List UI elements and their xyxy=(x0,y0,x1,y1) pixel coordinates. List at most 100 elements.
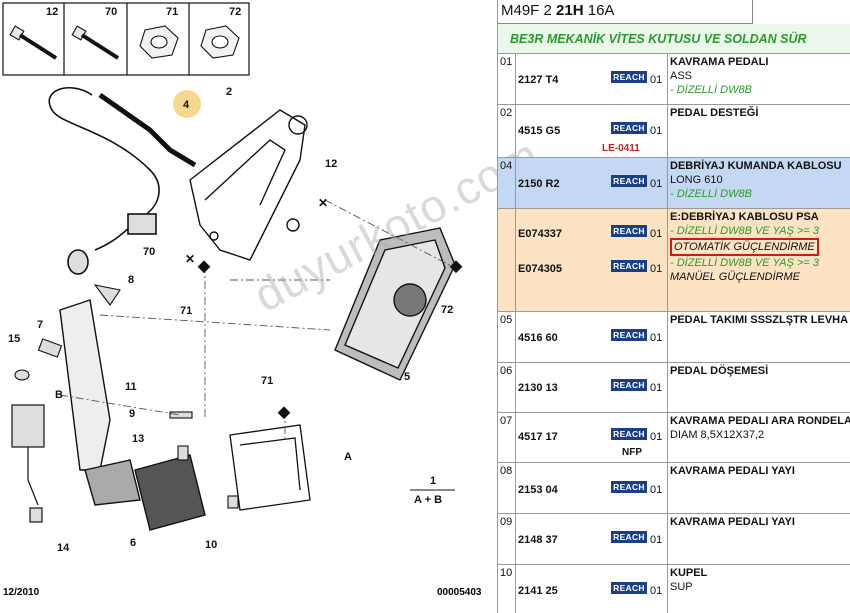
part-row-05[interactable]: 05 4516 60 REACH 01 PEDAL TAKIMI SSSZLŞT… xyxy=(498,312,850,363)
part-number[interactable]: 4517 17 xyxy=(518,431,558,443)
callout-8: 8 xyxy=(128,274,134,286)
row-number: 08 xyxy=(498,463,516,513)
callout-a-plus-b: A + B xyxy=(414,494,442,506)
reach-badge[interactable]: REACH xyxy=(611,122,647,134)
part-number[interactable]: 2141 25 xyxy=(518,585,558,597)
reach-badge[interactable]: REACH xyxy=(611,379,647,391)
reach-badge[interactable]: REACH xyxy=(611,481,647,493)
desc-line: PEDAL DÖŞEMESİ xyxy=(670,365,769,377)
part-description: KAVRAMA PEDALI ASS - DİZELLİ DW8B xyxy=(668,54,850,104)
part-number[interactable]: 2130 13 xyxy=(518,382,558,394)
part-row-01[interactable]: 01 2127 T4 REACH 01 KAVRAMA PEDALI ASS -… xyxy=(498,54,850,105)
callout-1: 1 xyxy=(430,475,436,487)
diagram-date: 12/2010 xyxy=(3,587,40,598)
part-number[interactable]: 2153 04 xyxy=(518,484,558,496)
callout-11: 11 xyxy=(125,381,137,393)
part-row-e074337[interactable]: E074337 REACH E074305 REACH 01 01 E:DEBR… xyxy=(498,209,850,312)
part-row-08[interactable]: 08 2153 04 REACH 01 KAVRAMA PEDALI YAYI xyxy=(498,463,850,514)
reach-badge[interactable]: REACH xyxy=(611,531,647,543)
part-cell: 2130 13 REACH xyxy=(516,363,668,412)
model-code: M49F 2 21H 16A xyxy=(498,0,753,24)
part-description: KAVRAMA PEDALI ARA RONDELA DIAM 8,5X12X3… xyxy=(668,413,850,462)
callout-b: B xyxy=(55,389,63,401)
quantity: 01 xyxy=(650,74,663,86)
desc-line: PEDAL TAKIMI SSSZLŞTR LEVHA xyxy=(670,314,849,326)
callout-70: 70 xyxy=(143,246,155,258)
section-title: BE3R MEKANİK VİTES KUTUSU VE SOLDAN SÜR xyxy=(498,24,850,54)
part-row-07[interactable]: 07 4517 17 REACH NFP 01 KAVRAMA PEDALI A… xyxy=(498,413,850,463)
quantity: 01 xyxy=(650,534,663,546)
diagram-reference: 00005403 xyxy=(437,587,482,598)
part-cell: 2148 37 REACH xyxy=(516,514,668,564)
part-description: E:DEBRİYAJ KABLOSU PSA - DİZELLİ DW8B VE… xyxy=(668,209,850,311)
part-number[interactable]: E074337 xyxy=(518,228,563,240)
row-number xyxy=(498,209,516,311)
reach-badge[interactable]: REACH xyxy=(611,175,647,187)
desc-line: - DİZELLİ DW8B xyxy=(670,188,752,200)
clutch-pedal-drawing xyxy=(59,299,206,531)
quantity: 01 xyxy=(650,484,663,496)
callout-72: 72 xyxy=(441,304,453,316)
row-number: 04 xyxy=(498,158,516,208)
callout-4: 4 xyxy=(183,99,190,111)
part-cell: 4516 60 REACH xyxy=(516,312,668,362)
part-number[interactable]: 4516 60 xyxy=(518,332,558,344)
part-description: KAVRAMA PEDALI YAYI xyxy=(668,463,850,513)
row-number: 07 xyxy=(498,413,516,462)
pedal-box-drawing xyxy=(229,424,311,511)
desc-line: LONG 610 xyxy=(670,174,723,186)
reach-badge[interactable]: REACH xyxy=(611,260,647,272)
part-number[interactable]: 2127 T4 xyxy=(518,74,559,86)
desc-line: - DİZELLİ DW8B xyxy=(670,84,752,96)
callout-12: 12 xyxy=(325,158,337,170)
quantity: 01 xyxy=(650,332,663,344)
quantity: 01 xyxy=(650,585,663,597)
desc-line: DIAM 8,5X12X37,2 xyxy=(670,429,765,441)
part-cell: 2150 R2 REACH xyxy=(516,158,668,208)
part-row-02[interactable]: 02 4515 G5 REACH LE-0411 01 PEDAL DESTEĞ… xyxy=(498,105,850,158)
pedal-plate-drawing xyxy=(334,227,456,381)
desc-line: KAVRAMA PEDALI ARA RONDELA xyxy=(670,415,850,427)
desc-line: KAVRAMA PEDALI xyxy=(670,56,769,68)
reach-badge[interactable]: REACH xyxy=(611,329,647,341)
callout-10: 10 xyxy=(205,539,217,551)
part-number[interactable]: 2148 37 xyxy=(518,534,558,546)
part-cell: 4517 17 REACH NFP xyxy=(516,413,668,462)
nfp-flag: NFP xyxy=(622,447,642,458)
row-number: 01 xyxy=(498,54,516,104)
part-description: PEDAL DÖŞEMESİ xyxy=(668,363,850,412)
bolt-12-icon xyxy=(9,25,58,60)
reach-badge[interactable]: REACH xyxy=(611,71,647,83)
desc-line: - DİZELLİ DW8B VE YAŞ >= 3 xyxy=(670,257,819,269)
quantity: 01 xyxy=(650,125,663,137)
part-number-alt[interactable]: E074305 xyxy=(518,263,563,275)
header-label-70: 70 xyxy=(105,6,117,18)
part-row-04[interactable]: 04 2150 R2 REACH 01 DEBRİYAJ KUMANDA KAB… xyxy=(498,158,850,209)
svg-text:✕: ✕ xyxy=(318,196,328,210)
parts-list-panel: M49F 2 21H 16A BE3R MEKANİK VİTES KUTUSU… xyxy=(497,0,850,613)
reach-badge[interactable]: REACH xyxy=(611,428,647,440)
desc-line: SUP xyxy=(670,581,693,593)
highlighted-variant: OTOMATİK GÜÇLENDİRME xyxy=(670,238,819,256)
part-row-06[interactable]: 06 2130 13 REACH 01 PEDAL DÖŞEMESİ xyxy=(498,363,850,413)
desc-line: E:DEBRİYAJ KABLOSU PSA xyxy=(670,211,819,223)
part-row-10[interactable]: 10 2141 25 REACH 01 KUPEL SUP xyxy=(498,565,850,613)
revision-code: LE-0411 xyxy=(602,143,640,154)
desc-line: PEDAL DESTEĞİ xyxy=(670,107,759,119)
part-cell: 2153 04 REACH xyxy=(516,463,668,513)
row-number: 09 xyxy=(498,514,516,564)
exploded-parts-diagram: 12 70 71 72 xyxy=(2,2,482,598)
quantity: 01 xyxy=(650,178,663,190)
reach-badge[interactable]: REACH xyxy=(611,225,647,237)
callout-a: A xyxy=(344,451,352,463)
part-description: KAVRAMA PEDALI YAYI xyxy=(668,514,850,564)
nut-71-icon xyxy=(139,25,179,59)
callout-9: 9 xyxy=(129,408,135,420)
part-row-09[interactable]: 09 2148 37 REACH 01 KAVRAMA PEDALI YAYI xyxy=(498,514,850,565)
row-number: 05 xyxy=(498,312,516,362)
reach-badge[interactable]: REACH xyxy=(611,582,647,594)
part-number[interactable]: 4515 G5 xyxy=(518,125,561,137)
part-number[interactable]: 2150 R2 xyxy=(518,178,560,190)
callout-5: 5 xyxy=(404,371,410,383)
desc-line: KAVRAMA PEDALI YAYI xyxy=(670,465,795,477)
